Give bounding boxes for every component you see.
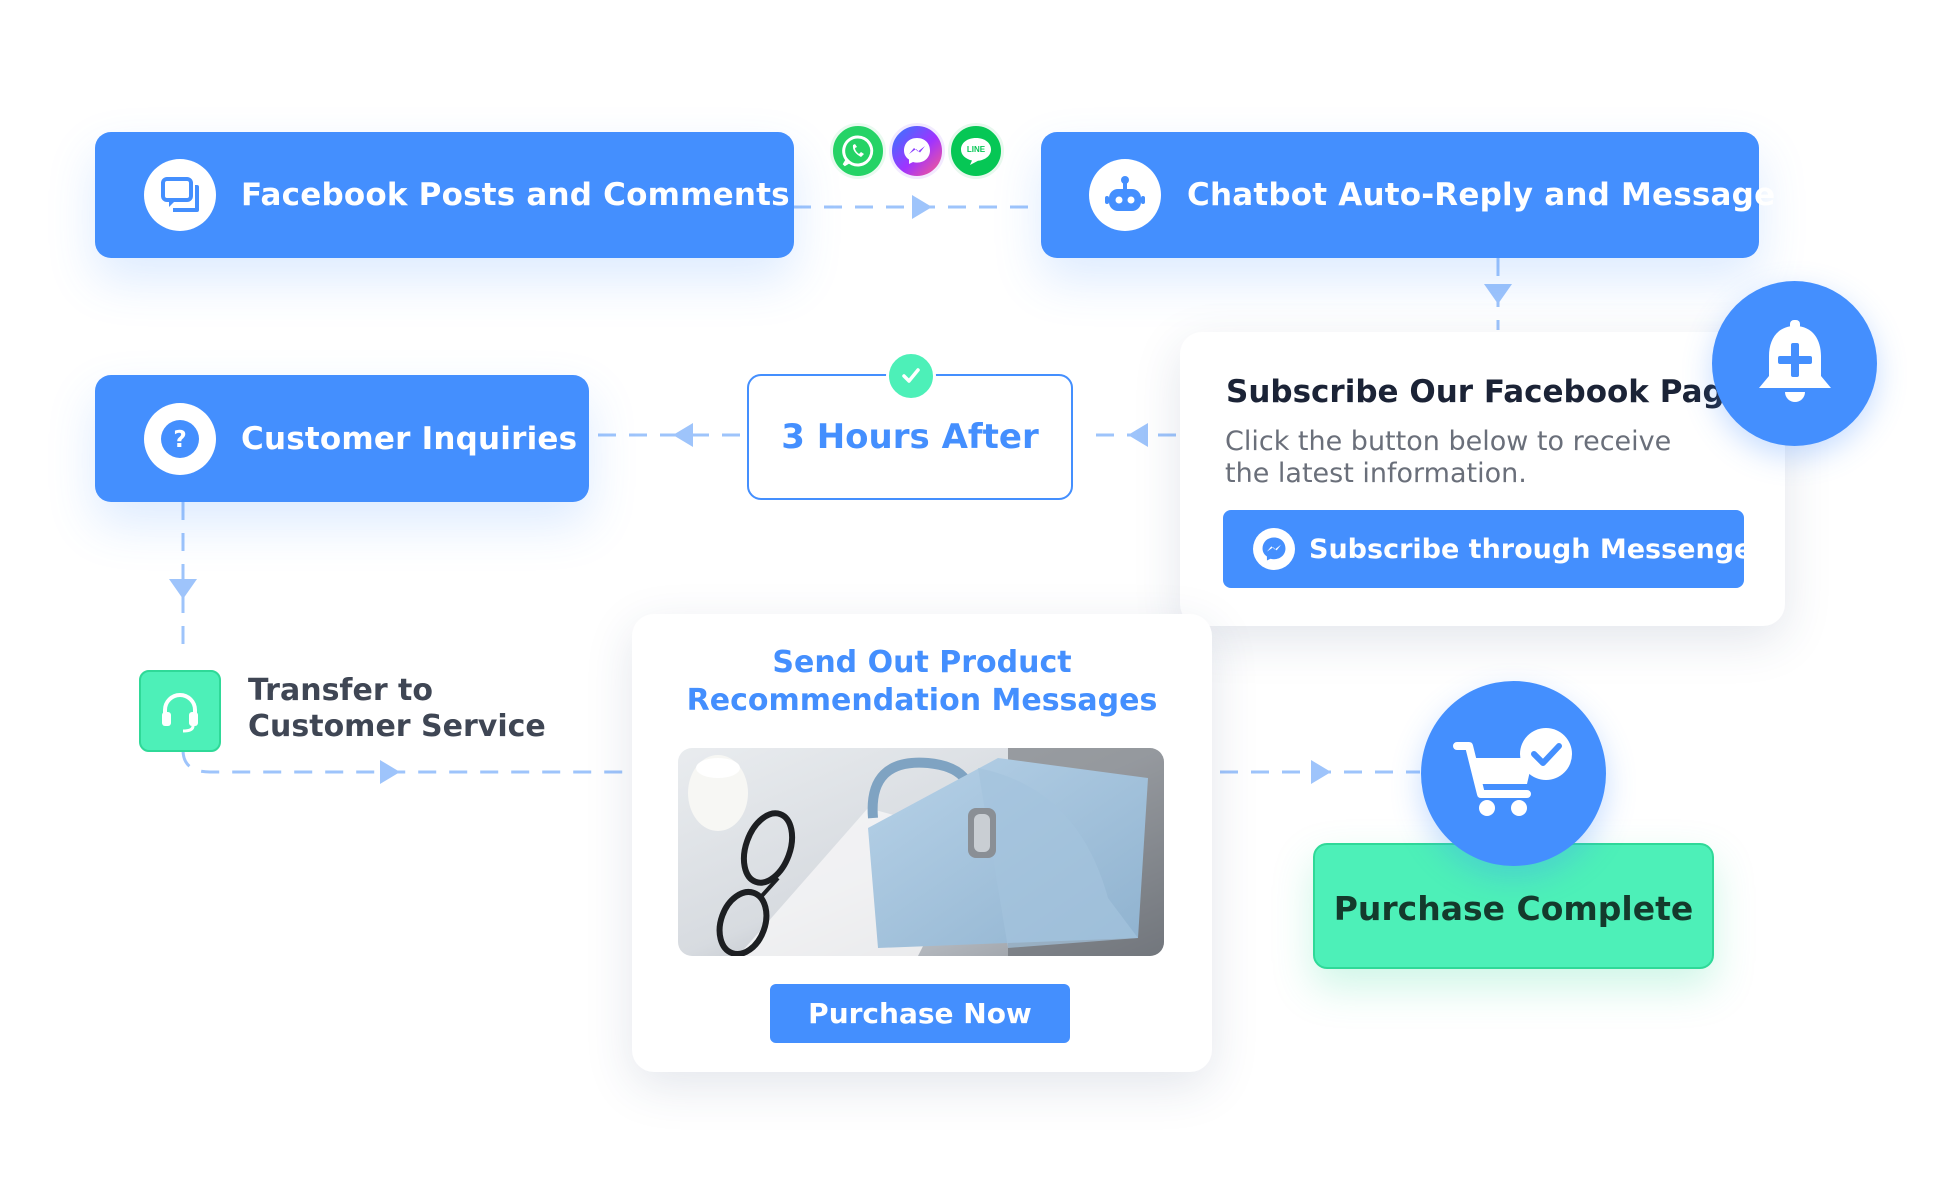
arrowhead-down [169, 579, 197, 599]
messenger-icon [889, 123, 945, 179]
subscribe-button-label: Subscribe through Messenger [1309, 533, 1766, 565]
wait-label: 3 Hours After [781, 417, 1039, 457]
bell-plus-icon [1712, 281, 1877, 446]
messenger-icon [1253, 528, 1295, 570]
subscribe-messenger-button[interactable]: Subscribe through Messenger [1223, 510, 1766, 588]
headset-icon [139, 670, 221, 752]
arrowhead-right [1311, 760, 1331, 784]
chatbot-label: Chatbot Auto-Reply and Message [1187, 177, 1776, 213]
chatbot-node[interactable]: Chatbot Auto-Reply and Message [1041, 132, 1775, 258]
arrowhead-down [1484, 284, 1512, 304]
whatsapp-icon [830, 123, 886, 179]
subscribe-title: Subscribe Our Facebook Page [1226, 374, 1746, 410]
transfer-label: Transfer to Customer Service [248, 673, 546, 744]
robot-icon [1089, 159, 1161, 231]
chat-bubbles-icon [144, 159, 216, 231]
product-title: Send Out Product Recommendation Messages [686, 645, 1158, 718]
question-icon: ? [144, 402, 216, 475]
arrowhead-right [380, 760, 400, 784]
purchase-now-button[interactable]: Purchase Now [770, 984, 1070, 1043]
line-icon: LINE [948, 123, 1004, 179]
facebook-posts-node[interactable]: Facebook Posts and Comments [95, 132, 794, 258]
customer-inquiries-label: Customer Inquiries [241, 420, 578, 457]
handbag-photo [678, 748, 1164, 956]
facebook-posts-label: Facebook Posts and Comments [241, 177, 790, 213]
cart-check-icon [1421, 681, 1606, 866]
arrowhead-right [912, 195, 932, 219]
purchase-complete-label: Purchase Complete [1333, 888, 1694, 928]
subscribe-description: Click the button below to receive the la… [1225, 426, 1672, 489]
arrowhead-left [1128, 423, 1148, 447]
customer-inquiries-node[interactable]: ? Customer Inquiries [95, 375, 589, 502]
arrowhead-left [673, 423, 693, 447]
line-icon-text: LINE [966, 145, 986, 154]
check-icon [886, 351, 936, 401]
svg-text:?: ? [173, 427, 186, 453]
connector-transfer-to-product [181, 749, 632, 774]
